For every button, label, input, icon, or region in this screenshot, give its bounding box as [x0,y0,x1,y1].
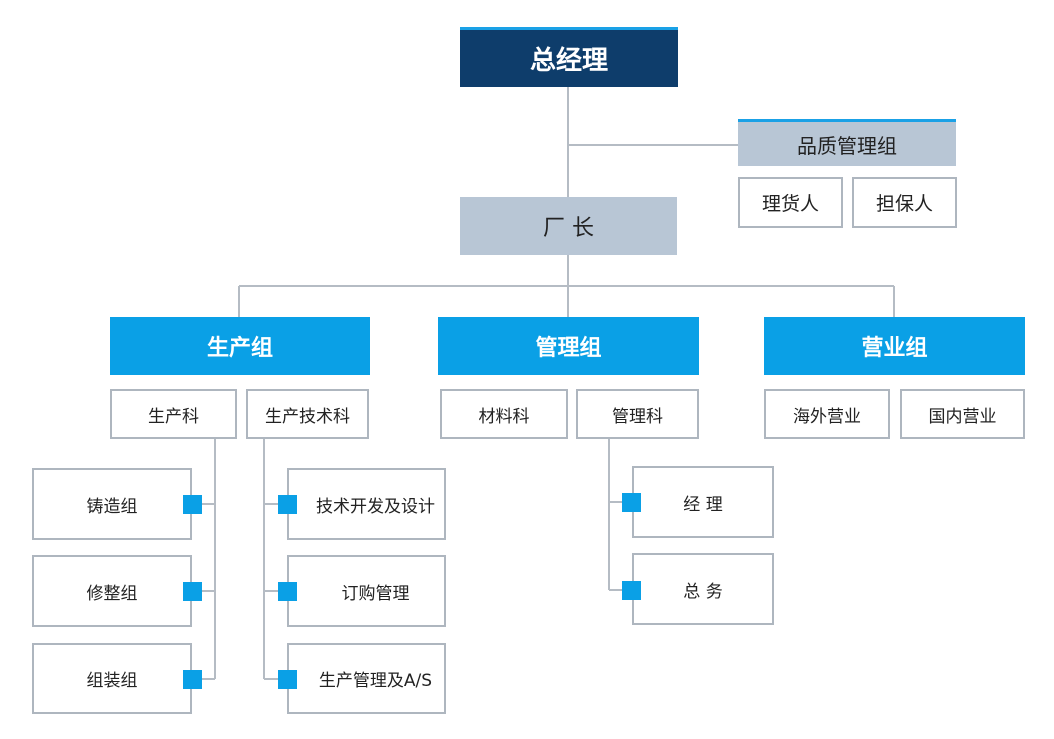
qa-member-box: 担保人 [852,177,957,228]
section-box: 生产科 [110,389,237,439]
node-marker [278,582,297,601]
node-marker [278,495,297,514]
unit-box: 铸造组 [32,468,192,540]
qa-member-box: 理货人 [738,177,843,228]
node-marker [183,495,202,514]
unit-box: 订购管理 [287,555,446,627]
section-box: 材料科 [440,389,568,439]
unit-box: 总 务 [632,553,774,625]
node-marker [278,670,297,689]
production-group-box: 生产组 [110,317,370,375]
section-box: 国内营业 [900,389,1025,439]
unit-box: 技术开发及设计 [287,468,446,540]
unit-box: 生产管理及A/S [287,643,446,714]
factory-manager-box: 厂 长 [460,197,677,255]
unit-box: 组装组 [32,643,192,714]
general-manager-box: 总经理 [460,27,678,87]
node-marker [183,582,202,601]
unit-box: 修整组 [32,555,192,627]
quality-group-box: 品质管理组 [738,119,956,166]
section-box: 海外营业 [764,389,890,439]
sales-group-box: 营业组 [764,317,1025,375]
section-box: 管理科 [576,389,699,439]
management-group-box: 管理组 [438,317,699,375]
node-marker [622,493,641,512]
node-marker [183,670,202,689]
unit-box: 经 理 [632,466,774,538]
section-box: 生产技术科 [246,389,369,439]
node-marker [622,581,641,600]
